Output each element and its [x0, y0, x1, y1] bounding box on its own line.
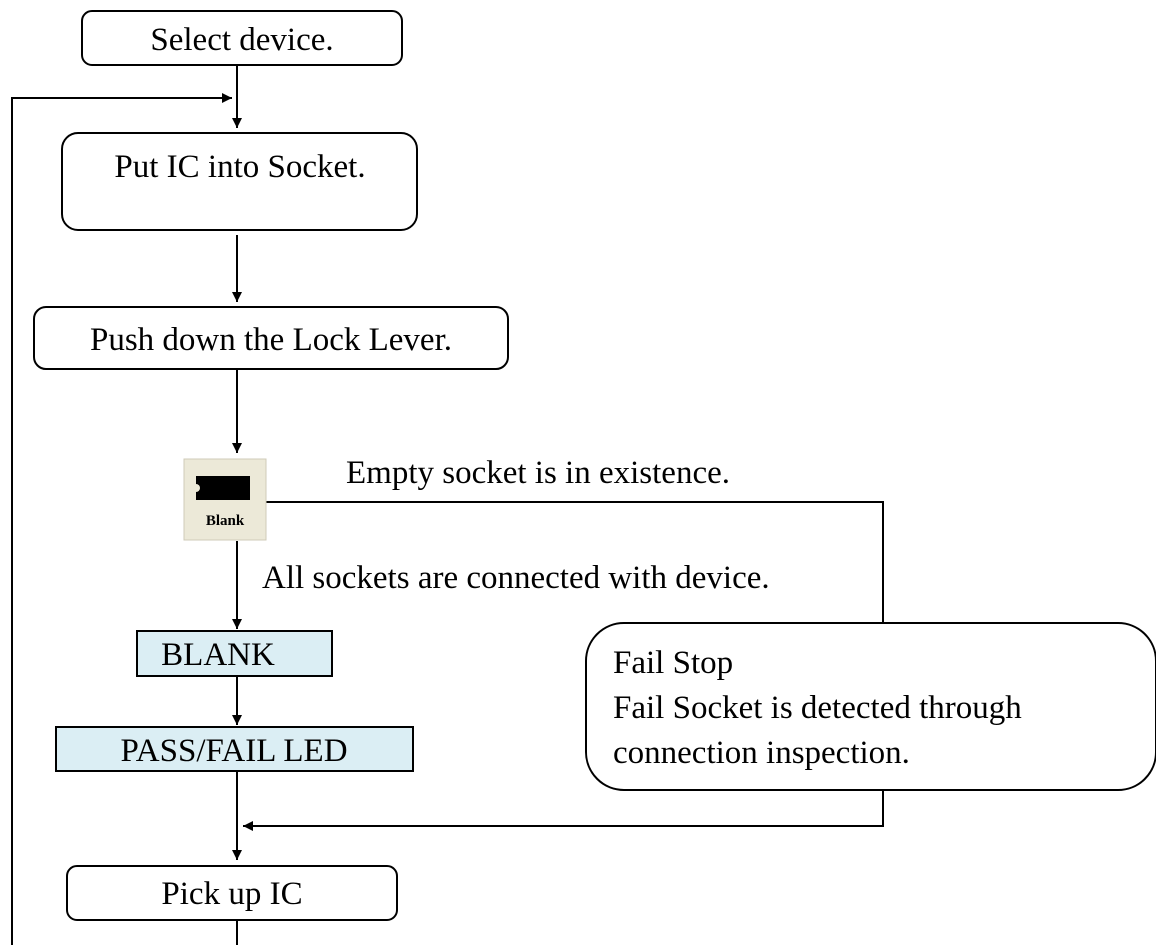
select-device-label: Select device. [150, 22, 333, 58]
put-ic-label: Put IC into Socket. [114, 149, 365, 185]
node-pass-fail-led: PASS/FAIL LED [55, 726, 414, 772]
chip-icon [192, 476, 250, 500]
branch-empty-socket [266, 501, 888, 653]
push-lever-label: Push down the Lock Lever. [90, 322, 452, 358]
empty-socket-label: Empty socket is in existence. [346, 455, 730, 491]
blank-process-label: BLANK [161, 637, 275, 673]
blank-button[interactable]: Blank [183, 458, 267, 541]
pass-fail-led-label: PASS/FAIL LED [120, 733, 347, 769]
node-push-lever: Push down the Lock Lever. [33, 306, 509, 370]
node-select-device: Select device. [81, 10, 403, 66]
fail-stop-line2: Fail Socket is detected through [613, 690, 1022, 726]
node-pick-up-ic: Pick up IC [66, 865, 398, 921]
node-fail-stop: Fail Stop Fail Socket is detected throug… [585, 622, 1156, 791]
arrow-failstop-to-merge [243, 790, 884, 831]
all-connected-label: All sockets are connected with device. [262, 560, 770, 596]
fail-stop-line3: connection inspection. [613, 735, 910, 771]
node-put-ic: Put IC into Socket. [61, 132, 418, 231]
pick-up-ic-label: Pick up IC [161, 876, 302, 912]
blank-button-label: Blank [206, 513, 245, 529]
fail-stop-title: Fail Stop [613, 645, 733, 681]
connectors [11, 65, 888, 945]
node-blank-process: BLANK [136, 630, 333, 677]
loop-left-line [11, 93, 232, 945]
